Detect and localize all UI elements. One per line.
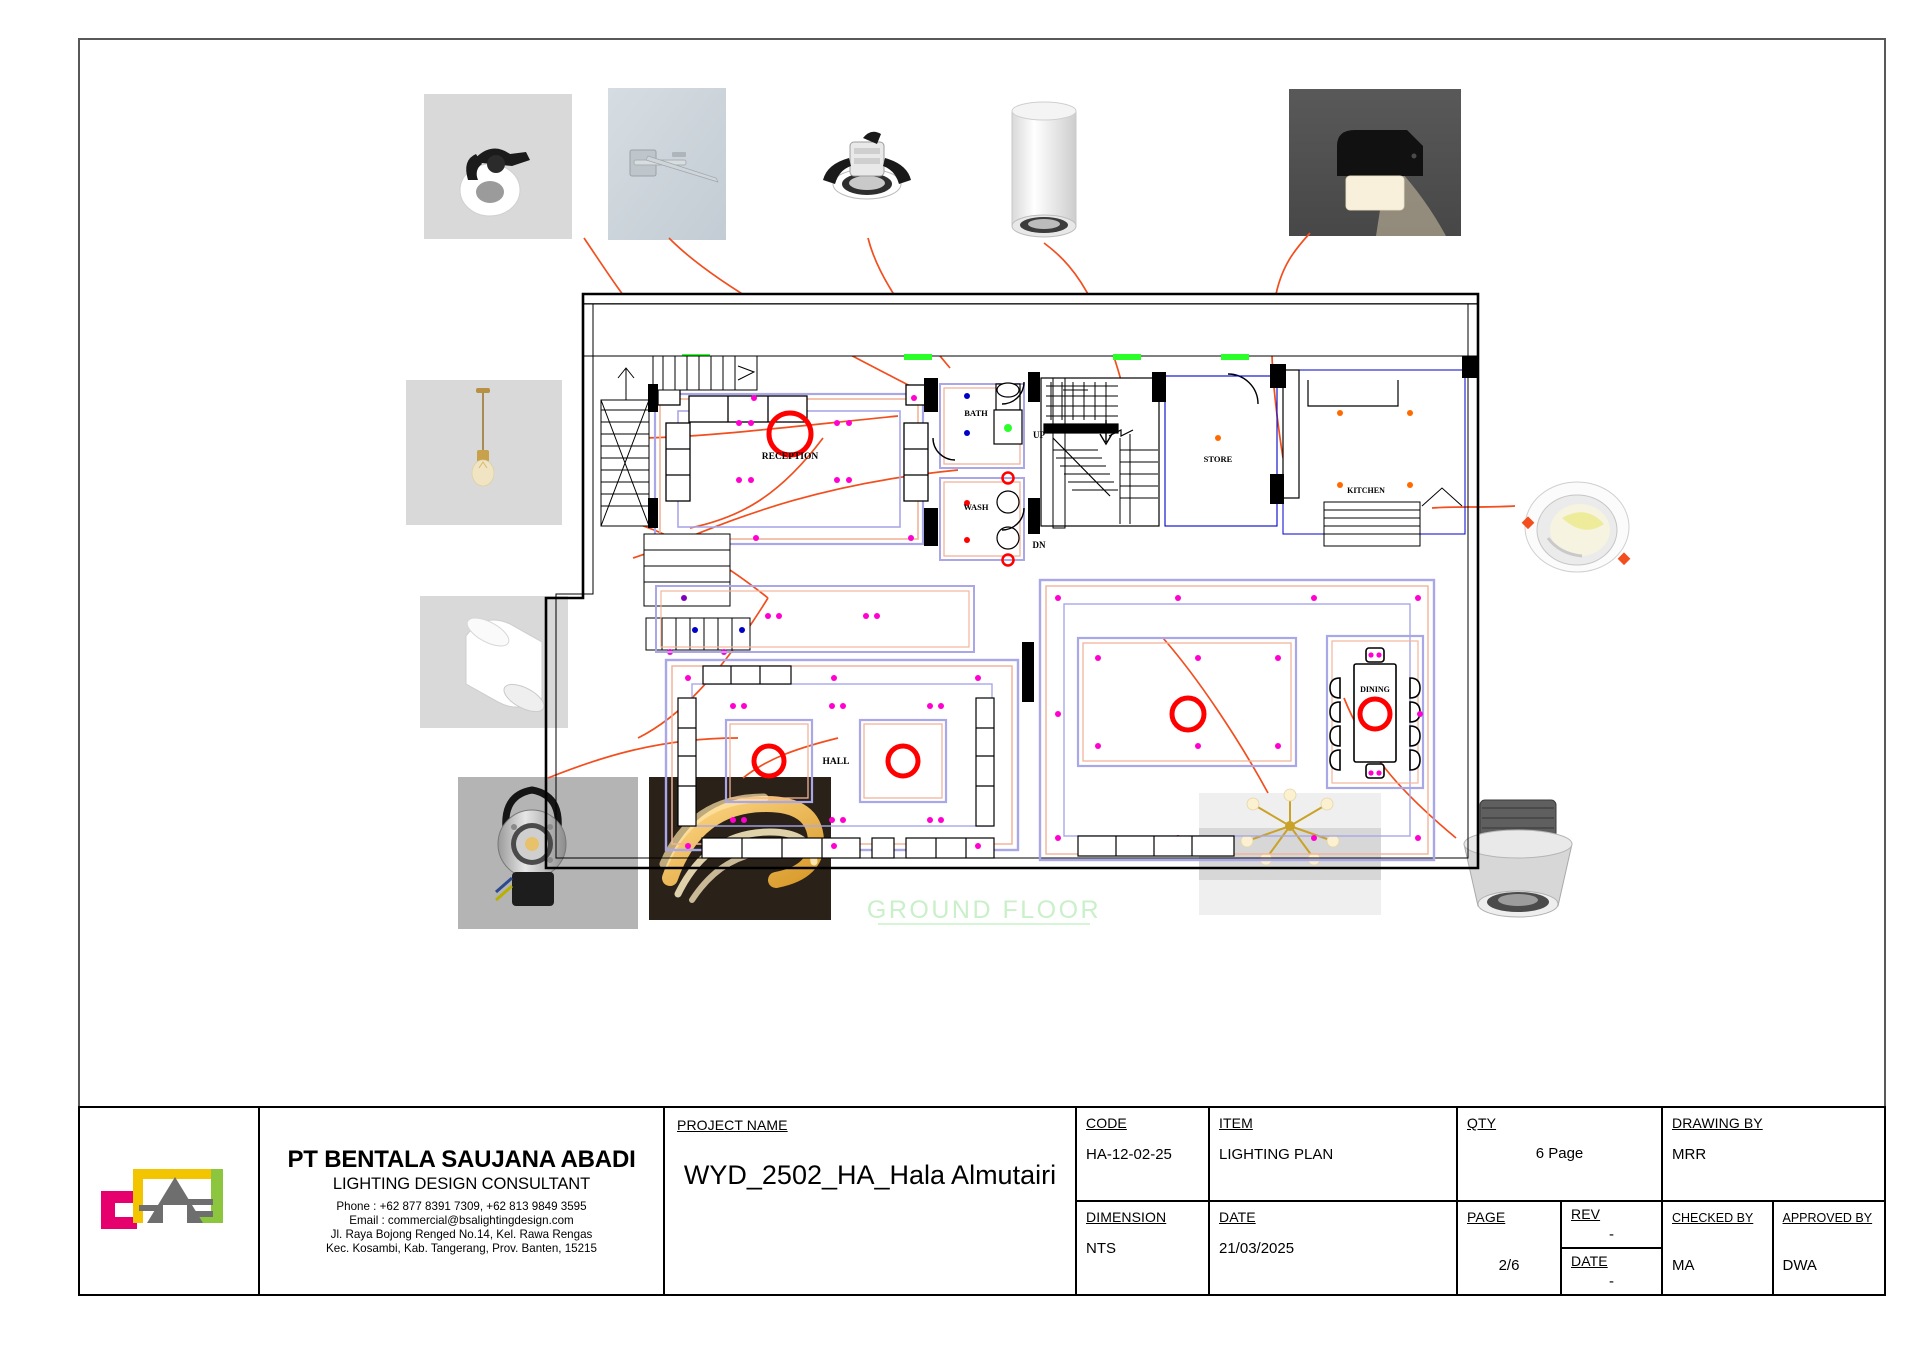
company-name: PT BENTALA SAUJANA ABADI [287, 1146, 636, 1173]
room-label-wash: WASH [963, 502, 988, 512]
page-cell: PAGE 2/6 [1458, 1202, 1562, 1294]
item-label: ITEM [1219, 1115, 1253, 1131]
fixture-photo-pendant-bulb-light [406, 380, 562, 525]
checked-by-value: MA [1672, 1257, 1695, 1274]
room-wash: WASH [939, 471, 1025, 567]
room-bath: BATH [939, 382, 1025, 469]
page-label: PAGE [1467, 1209, 1506, 1225]
page-value: 2/6 [1498, 1257, 1520, 1274]
qty-cell-inner: QTY 6 Page [1458, 1108, 1661, 1200]
stair-label-dn: DN [1033, 540, 1046, 550]
project-name-label: PROJECT NAME [677, 1117, 788, 1133]
item-value: LIGHTING PLAN [1219, 1146, 1334, 1163]
room-label-hall: HALL [823, 757, 850, 767]
room-label-store: STORE [1204, 454, 1233, 464]
dimension-cell: DIMENSION NTS [1077, 1202, 1208, 1294]
dimension-label: DIMENSION [1086, 1209, 1167, 1225]
room-hall: HALL [664, 658, 1020, 859]
company-address-line-2: Kec. Kosambi, Kab. Tangerang, Prov. Bant… [326, 1242, 597, 1255]
approved-by-value: DWA [1782, 1257, 1817, 1274]
left-stairs [600, 355, 758, 651]
code-dimension-cell: CODE HA-12-02-25 DIMENSION NTS [1077, 1108, 1210, 1294]
rev-date-bottom: DATE - [1562, 1249, 1661, 1294]
drawing-by-label: DRAWING BY [1672, 1115, 1763, 1131]
fixture-photo-white-surface-cylinder-light [420, 596, 568, 728]
room-kitchen: KITCHEN [1282, 369, 1466, 547]
drawing-area: RECEPTION BATH [78, 38, 1886, 1098]
project-name-value: WYD_2502_HA_Hala Almutairi [683, 1160, 1057, 1190]
rev-date-value: - [1609, 1273, 1614, 1290]
item-date-cell: ITEM LIGHTING PLAN DATE 21/03/2025 [1210, 1108, 1458, 1294]
rev-top: REV - [1562, 1202, 1661, 1249]
code-label: CODE [1086, 1115, 1127, 1131]
fixture-photo-recessed-trimless-spotlight [805, 90, 927, 238]
rev-cell: REV - DATE - [1562, 1202, 1661, 1294]
approved-by-label: APPROVED BY [1782, 1211, 1873, 1225]
bsa-logo [101, 1169, 223, 1229]
fixture-photo-deep-recessed-antiglare-downlight [1448, 783, 1608, 923]
title-block: PT BENTALA SAUJANA ABADI LIGHTING DESIGN… [78, 1106, 1886, 1296]
drawing-by-value: MRR [1672, 1146, 1707, 1163]
qty-value: 6 Page [1535, 1145, 1584, 1162]
fixture-photo-outdoor-black-wall-light [1289, 89, 1461, 236]
room-label-dining: DINING [1360, 685, 1390, 694]
fixture-photo-surface-cylinder-downlight [984, 88, 1100, 243]
room-label-reception: RECEPTION [762, 452, 819, 462]
drawing-title: GROUND FLOOR [867, 896, 1101, 924]
rev-date-label: DATE [1571, 1253, 1608, 1269]
room-reception: RECEPTION [653, 384, 929, 546]
corridor-cove [655, 585, 975, 653]
company-phone: Phone : +62 877 8391 7309, +62 813 9849 … [336, 1200, 587, 1213]
date-cell: DATE 21/03/2025 [1210, 1202, 1456, 1294]
company-info-cell: PT BENTALA SAUJANA ABADI LIGHTING DESIGN… [260, 1108, 665, 1294]
room-label-bath: BATH [964, 408, 988, 418]
rev-label: REV [1571, 1206, 1601, 1222]
floor-plan: RECEPTION BATH [544, 292, 1480, 925]
date-label: DATE [1219, 1209, 1256, 1225]
code-value: HA-12-02-25 [1086, 1146, 1172, 1163]
qty-label: QTY [1467, 1115, 1497, 1131]
qty-page-rev-cell: QTY 6 Page PAGE 2/6 REV - DA [1458, 1108, 1663, 1294]
company-email: Email : commercial@bsalightingdesign.com [349, 1214, 574, 1227]
room-living-dining: DINING [1038, 578, 1436, 862]
signoff-cell: DRAWING BY MRR CHECKED BY MA APPROVED BY… [1663, 1108, 1884, 1294]
company-logo-cell [80, 1108, 260, 1294]
fixture-photo-recessed-adjustable-downlight [424, 94, 572, 239]
company-subtitle: LIGHTING DESIGN CONSULTANT [332, 1175, 591, 1193]
code-cell: CODE HA-12-02-25 [1077, 1108, 1208, 1200]
fixture-photo-round-recessed-led-downlight [1518, 474, 1636, 584]
approved-by-cell: APPROVED BY DWA [1774, 1202, 1885, 1294]
fixture-photo-inground-uplight [458, 777, 638, 929]
rev-value: - [1609, 1226, 1614, 1243]
drawing-by-cell: DRAWING BY MRR [1663, 1108, 1884, 1200]
fixture-photo-linear-wall-picture-light [608, 88, 726, 240]
item-cell-inner: ITEM LIGHTING PLAN [1210, 1108, 1456, 1200]
date-value: 21/03/2025 [1219, 1240, 1295, 1257]
company-address-line-1: Jl. Raya Bojong Renged No.14, Kel. Rawa … [330, 1228, 593, 1241]
room-label-kitchen: KITCHEN [1347, 486, 1385, 495]
checked-by-cell: CHECKED BY MA [1663, 1202, 1774, 1294]
dimension-value: NTS [1086, 1240, 1116, 1257]
project-name-cell: PROJECT NAME WYD_2502_HA_Hala Almutairi [665, 1108, 1077, 1294]
stair-core [1040, 377, 1160, 527]
stair-label-up: UP [1033, 430, 1045, 440]
stair-right [1052, 377, 1088, 529]
checked-by-label: CHECKED BY [1672, 1211, 1754, 1225]
room-store: STORE [1164, 375, 1278, 527]
